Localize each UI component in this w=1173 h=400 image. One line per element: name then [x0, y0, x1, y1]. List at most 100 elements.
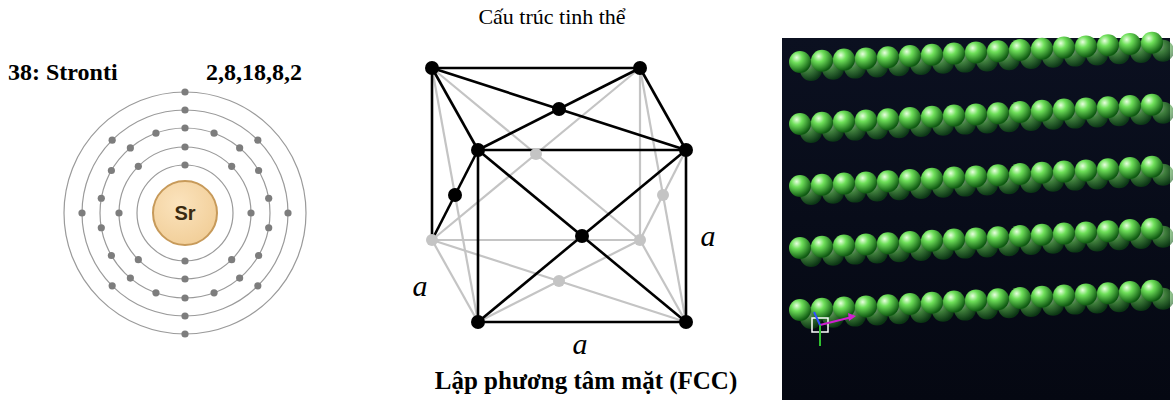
- cube-edge: [432, 150, 478, 240]
- atom-sphere: [833, 173, 855, 195]
- atom-sphere: [811, 236, 833, 258]
- atom-sphere: [855, 295, 877, 317]
- sphere-layers: [789, 32, 1173, 329]
- atom-sphere: [1009, 39, 1031, 61]
- atom-sphere: [1119, 219, 1141, 241]
- electron-shell: [64, 92, 306, 334]
- cube-edge: [478, 68, 640, 150]
- atom-sphere: [987, 102, 1009, 124]
- atom-sphere: [1119, 95, 1141, 117]
- atom-sphere: [1031, 38, 1053, 60]
- electron-dot: [255, 252, 262, 259]
- electron-dot: [181, 294, 188, 301]
- atom-sphere: [1097, 282, 1119, 304]
- atom-sphere: [789, 299, 811, 321]
- electron-dot: [181, 257, 188, 264]
- hidden-edge: [639, 68, 641, 240]
- electron-dot: [265, 224, 272, 231]
- electron-dot: [127, 144, 134, 151]
- atom-sphere: [833, 49, 855, 71]
- atom-sphere: [1075, 35, 1097, 57]
- atom-sphere: [1141, 94, 1163, 116]
- atom-sphere: [1075, 283, 1097, 305]
- atom-sphere: [1031, 162, 1053, 184]
- atom-sphere: [1097, 220, 1119, 242]
- electron-dot: [98, 224, 105, 231]
- cube-edge: [431, 68, 434, 240]
- hidden-edge: [640, 150, 686, 240]
- atom-sphere: [1009, 163, 1031, 185]
- cube-edge: [478, 321, 686, 324]
- atom-shells: [64, 88, 306, 337]
- electron-shell: [100, 128, 270, 298]
- atom-sphere: [877, 108, 899, 130]
- electron-dot: [284, 209, 291, 216]
- cube-edge: [685, 150, 688, 322]
- atom-sphere: [1075, 159, 1097, 181]
- atom-sphere: [877, 232, 899, 254]
- electron-dot: [181, 143, 188, 150]
- atom-sphere: [899, 107, 921, 129]
- atom-sphere: [987, 226, 1009, 248]
- atom-sphere: [789, 113, 811, 135]
- atom-sphere: [1031, 286, 1053, 308]
- hidden-atom: [657, 189, 669, 201]
- atom-sphere: [1141, 156, 1163, 178]
- atom-sphere: [877, 46, 899, 68]
- atom-sphere: [1141, 32, 1163, 54]
- atom-sphere: [1075, 97, 1097, 119]
- edge-length: a: [573, 326, 588, 362]
- atom-sphere: [921, 106, 943, 128]
- atom-sphere: [789, 175, 811, 197]
- atom-sphere: [1053, 99, 1075, 121]
- atom-sphere: [1031, 100, 1053, 122]
- atom-sphere: [1141, 218, 1163, 240]
- lattice-atom: [552, 102, 566, 116]
- atom-sphere: [855, 171, 877, 193]
- atom-sphere: [1097, 96, 1119, 118]
- atom-sphere: [811, 112, 833, 134]
- axis-icon: [812, 312, 856, 346]
- hidden-atom: [634, 234, 646, 246]
- electron-shell: [82, 110, 288, 316]
- electron-dot: [127, 275, 134, 282]
- hidden-atom: [553, 275, 565, 287]
- hidden-atom: [426, 234, 438, 246]
- atom-sphere: [789, 51, 811, 73]
- electron-dot: [115, 209, 122, 216]
- crystal-panel: [782, 38, 1170, 400]
- atom-sphere: [1141, 280, 1163, 302]
- atom-sphere: [1053, 223, 1075, 245]
- electron-dot: [228, 256, 235, 263]
- atom-sphere: [1009, 225, 1031, 247]
- atom-sphere: [1031, 224, 1053, 246]
- edge-length: a: [413, 268, 428, 304]
- electron-dot: [210, 289, 217, 296]
- atom-sphere: [965, 227, 987, 249]
- hidden-atom: [530, 148, 542, 160]
- element-symbol: Sr: [174, 202, 195, 225]
- atom-sphere: [1119, 157, 1141, 179]
- atom-sphere: [899, 169, 921, 191]
- lattice-atom: [425, 61, 439, 75]
- atom-sphere: [899, 45, 921, 67]
- atom-sphere: [943, 105, 965, 127]
- atom-sphere: [855, 47, 877, 69]
- electron-dot: [181, 312, 188, 319]
- edge-length: a: [701, 218, 716, 254]
- hidden-edge: [432, 68, 478, 322]
- atom-sphere: [965, 289, 987, 311]
- atom-sphere: [965, 41, 987, 63]
- atom-sphere: [1097, 158, 1119, 180]
- diagram-caption: Lập phương tâm mặt (FCC): [435, 366, 737, 396]
- atom-sphere: [1053, 37, 1075, 59]
- atom-sphere: [833, 111, 855, 133]
- atom-sphere: [921, 230, 943, 252]
- cube-edge: [477, 150, 480, 322]
- nucleus-circle: Sr: [152, 180, 218, 246]
- lattice-atom: [575, 229, 589, 243]
- electron-dot: [181, 124, 188, 131]
- atom-sphere: [965, 165, 987, 187]
- atom-sphere: [1075, 221, 1097, 243]
- atom-sphere: [1119, 281, 1141, 303]
